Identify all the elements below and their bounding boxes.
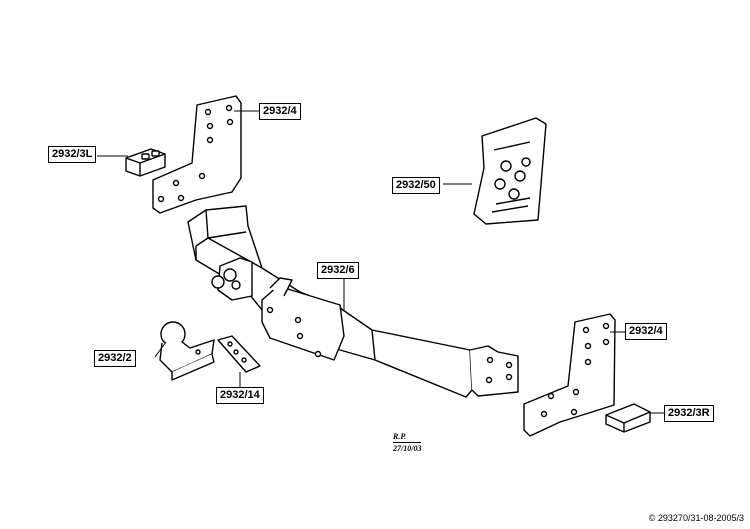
- stamp-initials: R.P.: [393, 432, 407, 441]
- stamp-date: 27/10/03: [393, 442, 422, 453]
- label-towball: 2932/2: [94, 350, 136, 367]
- drawing-stamp: R.P. 27/10/03: [393, 432, 422, 454]
- label-spacer-plate: 2932/14: [216, 387, 264, 404]
- label-left-upper-bracket: 2932/4: [259, 103, 301, 120]
- towball: [159, 321, 215, 381]
- left-upper-bracket: [152, 95, 242, 214]
- label-fitting-kit: 2932/50: [392, 177, 440, 194]
- label-crossbar: 2932/6: [317, 262, 359, 279]
- leader-lines: [97, 110, 666, 414]
- right-clamp: [605, 403, 651, 433]
- spacer-plate: [217, 335, 261, 373]
- fitting-kit-bag: [473, 117, 547, 225]
- left-clamp: [125, 148, 166, 177]
- right-bracket: [523, 313, 616, 437]
- label-right-bracket: 2932/4: [625, 323, 667, 340]
- label-right-clamp: 2932/3R: [664, 405, 714, 422]
- label-left-clamp: 2932/3L: [48, 146, 97, 163]
- crossbar: [187, 205, 519, 398]
- copyright-text: © 293270/31-08-2005/3: [648, 513, 744, 523]
